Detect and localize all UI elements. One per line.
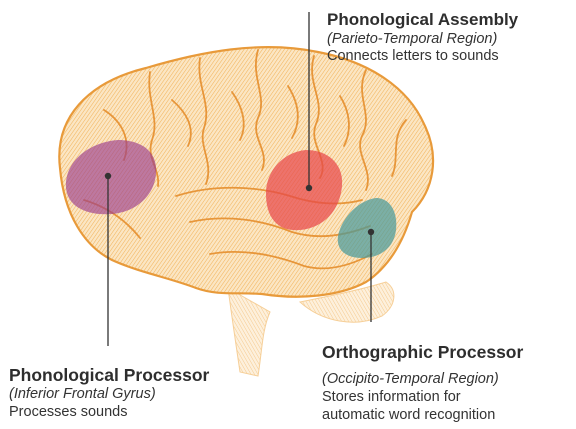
phonological-assembly-label: Phonological Assembly (Parieto-Temporal … [327, 10, 518, 66]
phonological-assembly-region-text: (Parieto-Temporal Region) [327, 31, 518, 49]
phonological-assembly-description: Connects letters to sounds [327, 48, 518, 66]
phonological-processor-label: Phonological Processor (Inferior Frontal… [9, 365, 209, 422]
phonological-processor-description: Processes sounds [9, 404, 209, 422]
orthographic-processor-description-1: Stores information for [322, 389, 523, 407]
orthographic-processor-label: Orthographic Processor (Occipito-Tempora… [322, 342, 523, 424]
phonological-processor-title: Phonological Processor [9, 365, 209, 386]
phonological-processor-region-text: (Inferior Frontal Gyrus) [9, 386, 209, 404]
brain-stem [228, 288, 270, 376]
orthographic-processor-title: Orthographic Processor [322, 342, 523, 363]
phonological-assembly-title: Phonological Assembly [327, 10, 518, 31]
orthographic-processor-description-2: automatic word recognition [322, 407, 523, 425]
orthographic-processor-region-text: (Occipito-Temporal Region) [322, 371, 523, 389]
